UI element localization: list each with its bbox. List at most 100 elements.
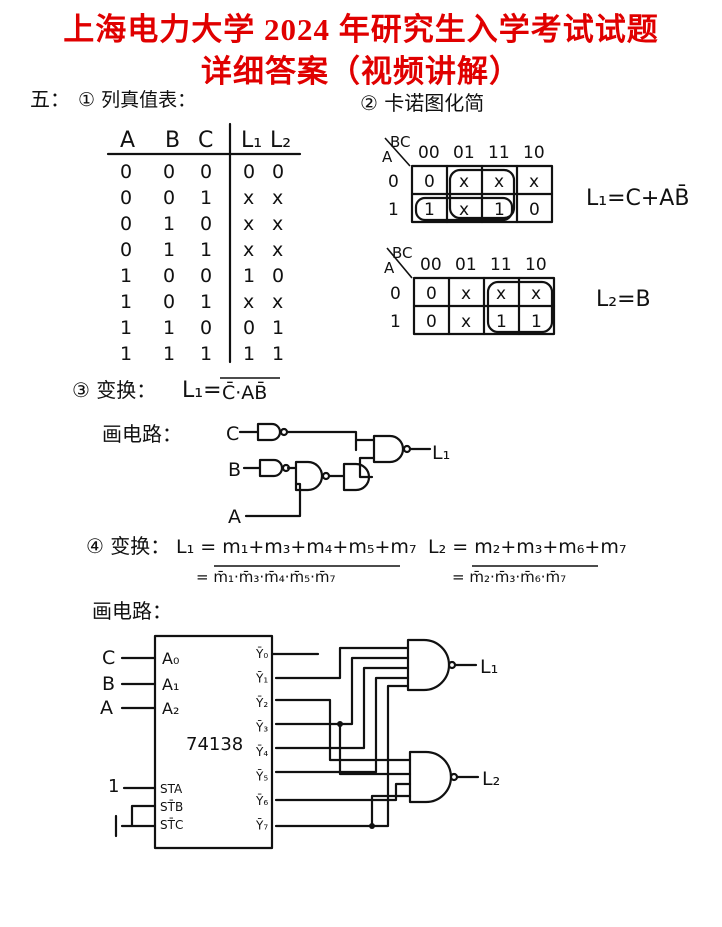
step4-l1-line1: L₁ = m₁+m₃+m₄+m₅+m₇ [176, 536, 417, 558]
exam-subtitle: 详细答案（视频讲解） [201, 54, 521, 89]
kmap-cell: 1 [531, 312, 542, 332]
step4-l2-line1: L₂ = m₂+m₃+m₆+m₇ [428, 536, 626, 558]
truth-table-cell: 0 [272, 265, 284, 287]
kmap-cell: x [461, 284, 471, 304]
kmap2-result: L₂=B [596, 287, 651, 312]
kmap1-result: L₁=C+AB̄ [586, 185, 689, 211]
tt-header-b: B [165, 128, 180, 153]
kmap-row-label: 0 [390, 284, 401, 304]
step1-label: ① 列真值表： [78, 89, 196, 111]
truth-table-cell: x [243, 239, 254, 261]
truth-table-cell: 0 [200, 213, 212, 235]
kmap-col-label: 11 [488, 143, 510, 163]
truth-table-cell: 1 [272, 343, 284, 365]
decoder-output-pin: Ȳ₆ [255, 794, 268, 808]
kmap-col-label: 11 [490, 255, 512, 275]
kmap-cell: 1 [424, 200, 435, 220]
kmap-cell: x [459, 172, 469, 192]
enable-input-1: 1 [108, 776, 119, 797]
truth-table-cell: 1 [200, 239, 212, 261]
truth-table-cell: 0 [163, 161, 175, 183]
kmap-cell: x [529, 172, 539, 192]
pin-stc: ST̄C [160, 818, 183, 832]
kmap-col-label: 01 [453, 143, 475, 163]
truth-table-cell: 1 [120, 265, 132, 287]
kmap-row-label: 1 [390, 312, 401, 332]
step4-draw-label: 画电路： [92, 599, 172, 623]
kmap-cell: 0 [426, 284, 437, 304]
kmap1-corner-top: BC [390, 133, 411, 151]
kmap2-corner-top: BC [392, 244, 413, 262]
truth-table-cell: 1 [120, 343, 132, 365]
decoder-chip [153, 634, 274, 850]
truth-table-cell: 0 [200, 161, 212, 183]
kmap-row-label: 1 [388, 200, 399, 220]
truth-table-cell: x [272, 213, 283, 235]
kmap-cell: 0 [426, 312, 437, 332]
truth-table-cell: 0 [200, 317, 212, 339]
circuit-input-b: B [228, 459, 241, 481]
step3-label: ③ 变换： [72, 378, 156, 402]
truth-table-cell: 1 [163, 213, 175, 235]
truth-table-cell: 1 [200, 343, 212, 365]
kmap-cell: x [531, 284, 541, 304]
truth-table-cell: 1 [272, 317, 284, 339]
circuit-input-a: A [228, 506, 241, 528]
truth-table-cell: x [243, 187, 254, 209]
kmap-col-label: 10 [525, 255, 547, 275]
decoder-output-pin: Ȳ₄ [255, 745, 268, 759]
truth-table-cell: 0 [200, 265, 212, 287]
truth-table-cell: 1 [243, 343, 255, 365]
decoder-output-pin: Ȳ₀ [255, 647, 268, 661]
step3-draw-label: 画电路： [102, 422, 182, 446]
pin-a0: A₀ [162, 649, 179, 668]
truth-table-cell: 0 [163, 265, 175, 287]
truth-table-cell: 0 [120, 161, 132, 183]
truth-table-cell: 0 [272, 161, 284, 183]
step4-label: ④ 变换： [86, 534, 170, 558]
truth-table-cell: 0 [163, 291, 175, 313]
truth-table-cell: 1 [200, 291, 212, 313]
decoder-output-l2: L₂ [482, 768, 500, 790]
step4-l1-line2: = m̄₁·m̄₃·m̄₄·m̄₅·m̄₇ [196, 568, 336, 586]
kmap-cell: 0 [424, 172, 435, 192]
circuit-input-c: C [226, 423, 239, 445]
pin-sta: STA [160, 782, 183, 796]
decoder-input-b: B [102, 673, 115, 695]
truth-table-cell: 1 [243, 265, 255, 287]
truth-table-cell: x [243, 213, 254, 235]
exam-title: 上海电力大学 2024 年研究生入学考试试题 [63, 12, 659, 47]
kmap-cell: x [494, 172, 504, 192]
step3-equation-lhs: L₁= [182, 378, 222, 403]
circuit-output-l1: L₁ [432, 442, 450, 464]
truth-table-cell: 0 [163, 187, 175, 209]
kmap-cell: 1 [494, 200, 505, 220]
truth-table-cell: 0 [243, 317, 255, 339]
tt-header-l1: L₁ [241, 128, 262, 153]
truth-table-cell: 0 [120, 187, 132, 209]
decoder-output-pin: Ȳ₅ [255, 770, 268, 784]
kmap-cell: x [496, 284, 506, 304]
kmap-row-label: 0 [388, 172, 399, 192]
decoder-output-pin: Ȳ₃ [255, 721, 268, 735]
step4-l2-line2: = m̄₂·m̄₃·m̄₆·m̄₇ [452, 568, 566, 586]
truth-table-cell: 1 [120, 317, 132, 339]
kmap-col-label: 10 [523, 143, 545, 163]
truth-table-cell: 1 [163, 317, 175, 339]
decoder-input-c: C [102, 647, 115, 669]
decoder-chip-name: 74138 [186, 734, 243, 755]
truth-table-cell: x [272, 291, 283, 313]
pin-stb: ST̄B [160, 800, 183, 814]
step3-equation-rhs: C̄·AB̄ [222, 380, 267, 404]
truth-table-cell: 0 [120, 239, 132, 261]
kmap-cell: x [461, 312, 471, 332]
truth-table-cell: 1 [163, 343, 175, 365]
decoder-output-pin: Ȳ₇ [255, 819, 268, 833]
truth-table-cell: 0 [243, 161, 255, 183]
section-label: 五： [30, 87, 70, 111]
step2-label: ② 卡诺图化简 [360, 91, 484, 115]
truth-table-cell: 1 [120, 291, 132, 313]
